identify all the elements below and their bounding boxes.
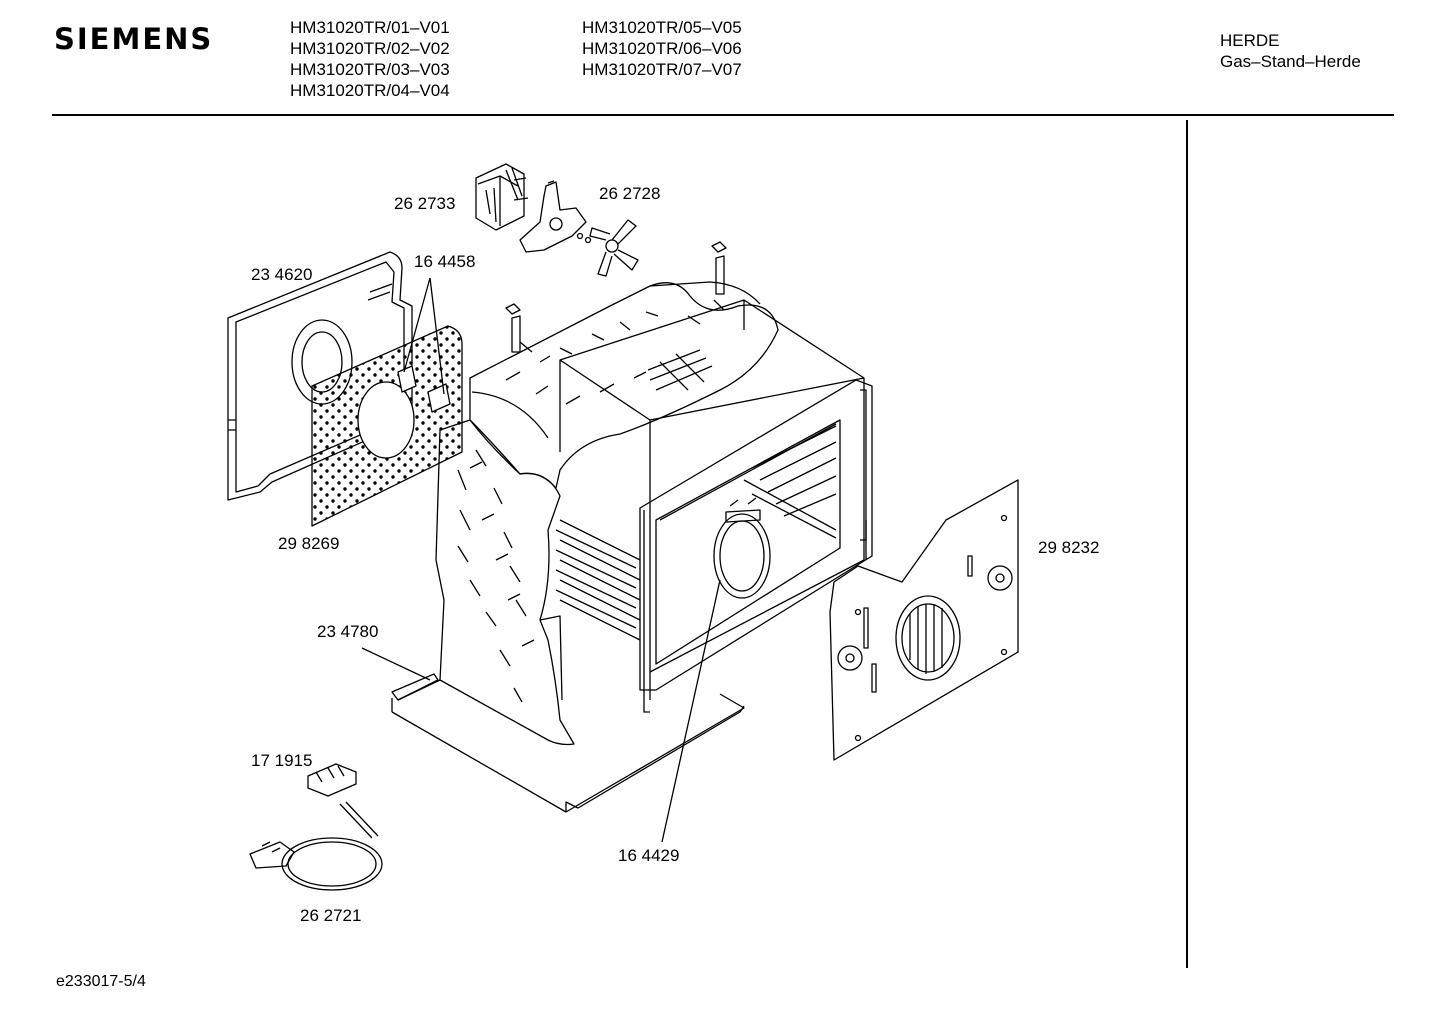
mounting-clips — [505, 241, 727, 353]
leader-lines — [361, 277, 721, 843]
part-label-fan-blade: 26 2728 — [599, 184, 660, 203]
brand-logo: SIEMENS — [54, 22, 214, 56]
part-label-heating-ring: 16 4429 — [618, 846, 679, 865]
category-block: HERDE Gas–Stand–Herde — [1220, 30, 1361, 72]
fan-motor — [475, 163, 529, 231]
model-code: HM31020TR/05–V05 — [582, 18, 742, 37]
model-list-1: HM31020TR/01–V01 HM31020TR/02–V02 HM3102… — [290, 17, 450, 101]
model-code: HM31020TR/03–V03 — [290, 60, 450, 79]
category-subtitle: Gas–Stand–Herde — [1220, 52, 1361, 71]
mains-cable — [249, 801, 383, 891]
part-label-base-plate: 23 4780 — [317, 622, 378, 641]
model-code: HM31020TR/04–V04 — [290, 81, 450, 100]
base-plate — [391, 673, 745, 813]
model-code: HM31020TR/02–V02 — [290, 39, 450, 58]
model-code: HM31020TR/01–V01 — [290, 18, 450, 37]
drawing-code: e233017-5/4 — [56, 973, 146, 990]
oven-cavity — [555, 299, 873, 713]
rear-panel — [829, 479, 1019, 761]
top-insulation — [469, 281, 779, 489]
part-label-rear-insulation: 29 8269 — [278, 534, 339, 553]
fan-blade — [589, 219, 639, 277]
rear-insulation — [311, 325, 463, 527]
sidebar-divider — [1186, 120, 1188, 968]
model-code: HM31020TR/06–V06 — [582, 39, 742, 58]
header-divider — [52, 114, 1394, 116]
side-insulation — [435, 419, 575, 746]
fan-bracket — [519, 180, 592, 253]
part-label-fan-motor: 26 2733 — [394, 194, 455, 213]
part-label-terminal-block: 17 1915 — [251, 751, 312, 770]
terminal-block — [307, 763, 357, 797]
part-label-rear-gasket: 23 4620 — [251, 265, 312, 284]
model-list-2: HM31020TR/05–V05 HM31020TR/06–V06 HM3102… — [582, 17, 742, 80]
part-label-rear-panel: 29 8232 — [1038, 538, 1099, 557]
part-label-screws: 16 4458 — [414, 252, 475, 271]
part-label-mains-cable: 26 2721 — [300, 906, 361, 925]
model-code: HM31020TR/07–V07 — [582, 60, 742, 79]
heating-ring — [713, 497, 771, 599]
category-title: HERDE — [1220, 31, 1280, 50]
